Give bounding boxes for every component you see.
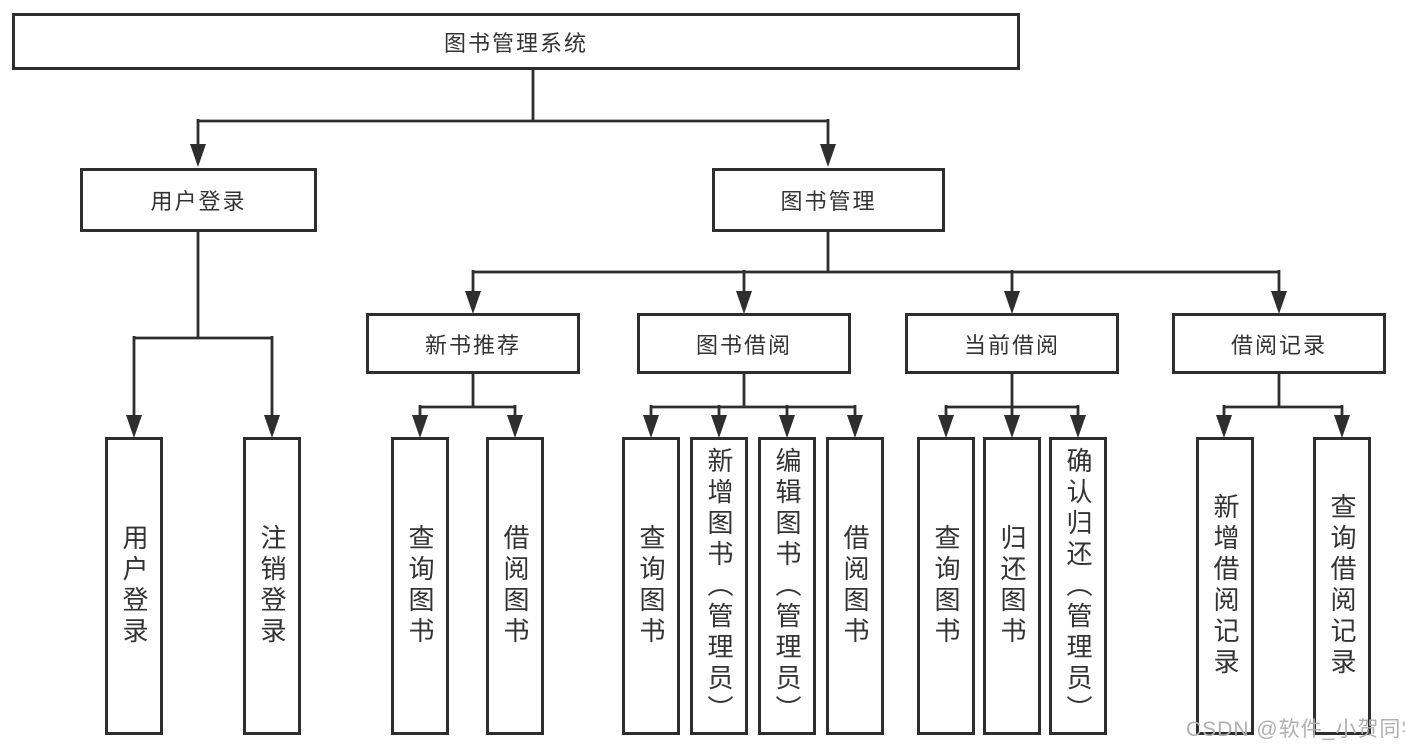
csdn-watermark: CSDN @软件_小贺同学 — [1186, 718, 1405, 741]
leaf-records-add-record: 新增借阅记录 — [1196, 437, 1254, 735]
node-root-library-system: 图书管理系统 — [12, 13, 1020, 70]
leaf-logout-label: 注销登录 — [257, 524, 287, 648]
node-user-login: 用户登录 — [80, 168, 317, 232]
leaf-current-confirm-return-admin: 确认归还（管理员） — [1049, 437, 1107, 735]
leaf-current-confirm-return-admin-label: 确认归还（管理员） — [1063, 446, 1093, 726]
leaf-current-return-book: 归还图书 — [983, 437, 1041, 735]
connector-lines — [132, 70, 1344, 421]
leaf-borrowing-add-book-admin: 新增图书（管理员） — [690, 437, 748, 735]
leaf-recommend-query-book-label: 查询图书 — [405, 524, 435, 648]
leaf-recommend-borrow-book: 借阅图书 — [486, 437, 544, 735]
leaf-logout: 注销登录 — [243, 437, 301, 735]
leaf-recommend-borrow-book-label: 借阅图书 — [500, 524, 530, 648]
node-borrowing-records: 借阅记录 — [1172, 313, 1386, 374]
leaf-records-query-record-label: 查询借阅记录 — [1327, 493, 1357, 679]
leaf-borrowing-query-book: 查询图书 — [622, 437, 680, 735]
leaf-current-query-book-label: 查询图书 — [931, 524, 961, 648]
leaf-user-login-label: 用户登录 — [119, 524, 149, 648]
leaf-borrowing-add-book-admin-label: 新增图书（管理员） — [704, 446, 734, 726]
leaf-borrowing-query-book-label: 查询图书 — [636, 524, 666, 648]
leaf-current-query-book: 查询图书 — [917, 437, 975, 735]
leaf-recommend-query-book: 查询图书 — [391, 437, 449, 735]
leaf-user-login: 用户登录 — [105, 437, 163, 735]
arrowheads — [126, 144, 1350, 438]
node-current-borrowing: 当前借阅 — [905, 313, 1119, 374]
leaf-borrowing-edit-book-admin: 编辑图书（管理员） — [758, 437, 816, 735]
leaf-records-query-record: 查询借阅记录 — [1313, 437, 1371, 735]
leaf-current-return-book-label: 归还图书 — [997, 524, 1027, 648]
leaf-records-add-record-label: 新增借阅记录 — [1210, 493, 1240, 679]
node-book-borrowing: 图书借阅 — [637, 313, 851, 374]
leaf-borrowing-borrow-book-label: 借阅图书 — [840, 524, 870, 648]
leaf-borrowing-edit-book-admin-label: 编辑图书（管理员） — [772, 446, 802, 726]
node-new-book-recommendation: 新书推荐 — [366, 313, 580, 374]
leaf-borrowing-borrow-book: 借阅图书 — [826, 437, 884, 735]
node-book-management: 图书管理 — [712, 168, 945, 232]
